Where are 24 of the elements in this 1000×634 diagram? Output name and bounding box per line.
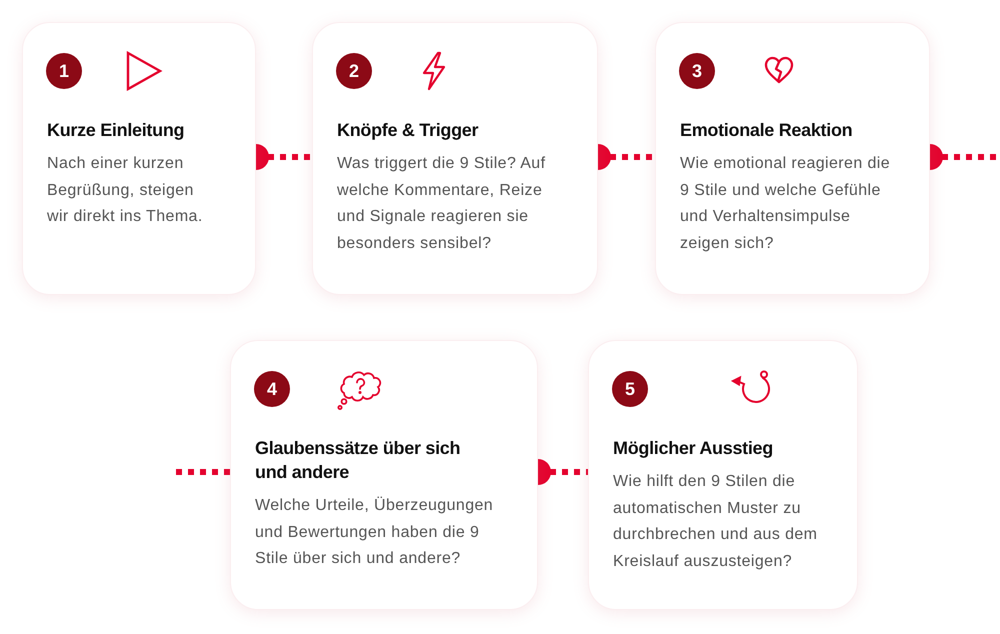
step-card: [230, 340, 538, 610]
step-card: [312, 22, 598, 295]
dotted-connector: [176, 469, 230, 475]
step-card: [22, 22, 256, 295]
card-text: Wie emotional reagieren die 9 Stile und welche Gefühle und Verhaltensimpulse zeigen sich?: [680, 154, 892, 254]
card-title: Knöpfe & Trigger: [337, 119, 480, 142]
card-title: Emotionale Reaktion: [680, 119, 854, 142]
card-text: Was triggert die 9 Stile? Auf welche Kommentare, Reize und Signale reagieren sie besonders sensibel?: [337, 154, 546, 254]
card-text: Welche Urteile, Überzeugungen und Bewertungen haben die 9 Stile über sich und andere?: [255, 496, 494, 569]
number-badge: 5: [612, 371, 648, 407]
number-badge: 2: [336, 53, 372, 89]
dotted-connector: [538, 459, 588, 485]
number-badge: 4: [254, 371, 290, 407]
number-badge: 3: [679, 53, 715, 89]
card-title: Glaubenssätze über sich und andere: [255, 437, 462, 484]
card-text: Nach einer kurzen Begrüßung, steigen wir direkt ins Thema.: [47, 154, 204, 227]
card-text: Wie hilft den 9 Stilen die automatischen Muster zu durchbrechen und aus dem Kreislauf auszusteigen?: [613, 472, 818, 572]
card-title: Kurze Einleitung: [47, 119, 186, 142]
dotted-connector: [598, 144, 655, 170]
step-card: [588, 340, 858, 610]
dotted-connector: [256, 144, 312, 170]
card-title: Möglicher Ausstieg: [613, 437, 774, 460]
number-badge: 1: [46, 53, 82, 89]
step-card: [655, 22, 930, 295]
